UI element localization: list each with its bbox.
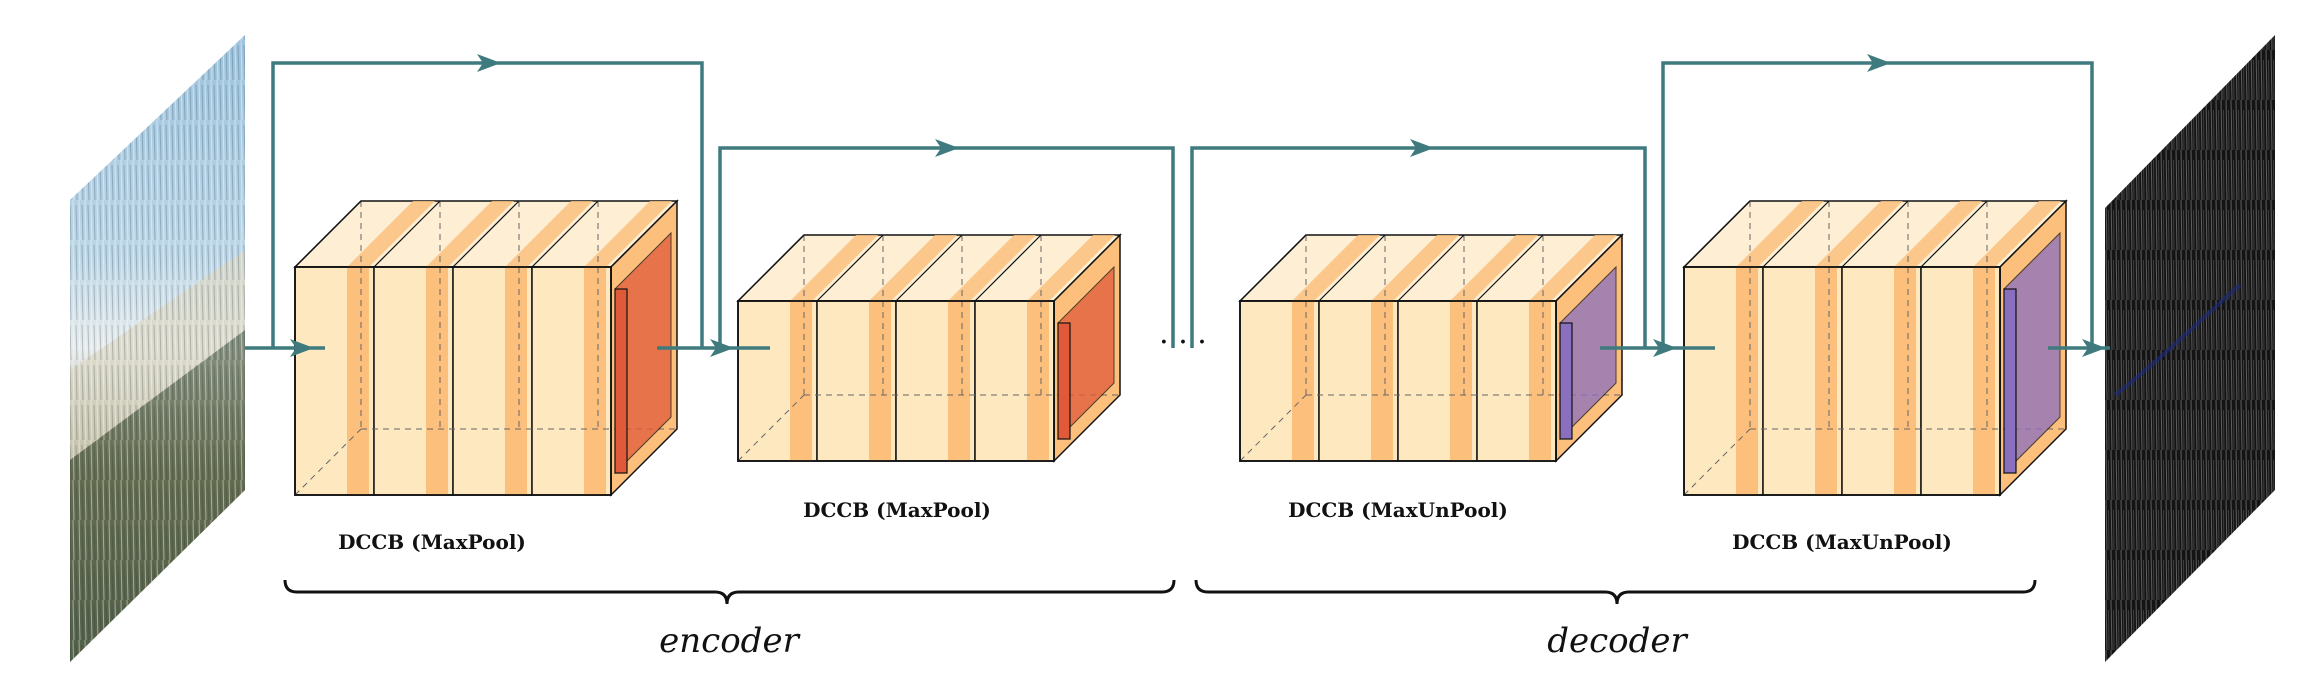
block-slice-stripe	[1529, 301, 1551, 461]
block-slice-stripe	[1371, 301, 1393, 461]
block-outline	[1683, 266, 2001, 496]
dccb-block-3: DCCB (MaxUnPool)	[1238, 233, 1624, 522]
top-edge	[452, 200, 520, 268]
top-edge	[1841, 200, 1909, 268]
block-slice-stripe	[790, 301, 812, 461]
block-slice-stripe	[584, 267, 606, 495]
top-edge	[1397, 234, 1465, 302]
block-top-stripe	[505, 201, 593, 267]
hidden-edge	[737, 394, 805, 462]
pool-plate-front	[2003, 288, 2017, 474]
block-top-stripe	[1815, 201, 1903, 267]
top-edge	[1920, 200, 1988, 268]
hidden-edge	[1683, 428, 1751, 496]
block-top-stripe	[1450, 235, 1538, 301]
block-top-stripe	[1736, 201, 1824, 267]
ellipsis: · · ·	[1159, 325, 1207, 360]
top-edge	[1239, 234, 1307, 302]
arrow-head	[710, 339, 734, 357]
block-slice-stripe	[1973, 267, 1995, 495]
block-top-stripe	[1292, 235, 1380, 301]
block-slice-stripe	[1292, 301, 1314, 461]
dccb-block-1: DCCB (MaxPool)	[293, 199, 679, 554]
block-top-stripe	[584, 201, 672, 267]
block-top-stripe	[1894, 201, 1982, 267]
top-edge	[1683, 200, 1751, 268]
top-edge	[737, 234, 805, 302]
dccb-block-2: DCCB (MaxPool)	[736, 233, 1122, 522]
block-outline	[737, 300, 1055, 462]
block-slice-stripe	[1894, 267, 1916, 495]
block-slice-stripe	[347, 267, 369, 495]
block-slice-stripe	[1736, 267, 1758, 495]
hidden-edge	[1239, 394, 1307, 462]
block-outline	[294, 266, 612, 496]
arrow-head	[477, 54, 501, 72]
block-top-stripe	[948, 235, 1036, 301]
output-image	[2105, 35, 2275, 662]
arrow-head	[1653, 339, 1677, 357]
block-slice-stripe	[869, 301, 891, 461]
block-top-stripe	[790, 235, 878, 301]
pool-plate-front	[1057, 322, 1071, 440]
top-edge	[1476, 234, 1544, 302]
block-outline	[1239, 300, 1557, 462]
top-edge	[531, 200, 599, 268]
top-edge	[895, 234, 963, 302]
block-top-stripe	[1027, 235, 1115, 301]
top-edge	[816, 234, 884, 302]
pool-plate-front	[614, 288, 628, 474]
encoder-brace	[283, 579, 1176, 605]
block-top-stripe	[1371, 235, 1459, 301]
encoder-label: encoder	[659, 621, 800, 661]
flow-arrows	[245, 339, 2110, 357]
decoder-brace	[1194, 579, 2037, 605]
block-top-stripe	[869, 235, 957, 301]
arrow-head	[290, 339, 314, 357]
top-edge	[974, 234, 1042, 302]
block-top-stripe	[426, 201, 514, 267]
hidden-edge	[294, 428, 362, 496]
arrow-head	[1410, 139, 1434, 157]
arrow-head	[935, 139, 959, 157]
dccb-blocks: DCCB (MaxPool) DCCB (MaxPool) DCCB (MaxUnP…	[293, 199, 2068, 554]
skip-connections	[271, 54, 2094, 348]
block-top-stripe	[1529, 235, 1617, 301]
block-slice-stripe	[505, 267, 527, 495]
pool-plate-front	[1559, 322, 1573, 440]
arrow-head	[1867, 54, 1891, 72]
decoder-label: decoder	[1547, 621, 1688, 661]
dccb-label: DCCB (MaxPool)	[803, 498, 991, 522]
top-edge	[373, 200, 441, 268]
block-slice-stripe	[1027, 301, 1049, 461]
dccb-label: DCCB (MaxPool)	[338, 530, 526, 554]
dccb-block-4: DCCB (MaxUnPool)	[1682, 199, 2068, 554]
top-edge	[294, 200, 362, 268]
arrow-head	[2082, 339, 2106, 357]
block-slice-stripe	[426, 267, 448, 495]
top-edge	[1762, 200, 1830, 268]
block-top-stripe	[347, 201, 435, 267]
dccb-label: DCCB (MaxUnPool)	[1288, 498, 1508, 522]
dccb-label: DCCB (MaxUnPool)	[1732, 530, 1952, 554]
top-edge	[1318, 234, 1386, 302]
block-slice-stripe	[948, 301, 970, 461]
block-slice-stripe	[1450, 301, 1472, 461]
input-image	[70, 35, 245, 662]
block-top-stripe	[1973, 201, 2061, 267]
block-slice-stripe	[1815, 267, 1837, 495]
